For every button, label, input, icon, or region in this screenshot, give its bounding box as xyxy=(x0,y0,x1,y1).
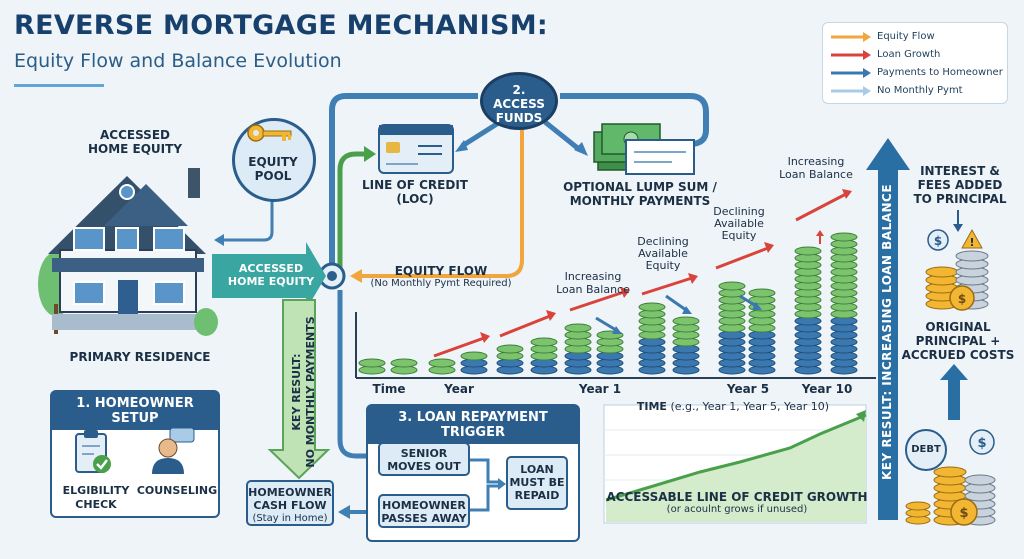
setup-header: 1. HOMEOWNER SETUP xyxy=(52,392,218,430)
coin-stacks xyxy=(358,232,858,375)
trigger-connectors xyxy=(470,458,506,512)
credit-card-icon xyxy=(378,124,454,174)
loc-label: LINE OF CREDIT (LOC) xyxy=(362,178,468,206)
eligibility-label: ELGIBILITY CHECK xyxy=(62,484,130,511)
tick-year: Year xyxy=(444,382,474,396)
annotation-declining-1: Declining Available Equity xyxy=(637,235,689,272)
title-underline xyxy=(14,84,104,87)
green-arrow-loc xyxy=(337,151,366,268)
equity-flow-label: EQUITY FLOW (No Monthly Pymt Required) xyxy=(370,264,512,289)
arrow-to-loc xyxy=(460,119,502,149)
legend-label: Loan Growth xyxy=(877,49,941,60)
legend: Equity Flow Loan Growth Payments to Home… xyxy=(822,22,1008,104)
loc-growth-label: ACCESSABLE LINE OF CREDIT GROWTH (or aco… xyxy=(606,490,868,515)
increasing-balance-arrow xyxy=(866,138,910,520)
house-icon xyxy=(38,168,218,336)
coin xyxy=(830,232,858,242)
coin xyxy=(564,323,592,333)
light-blue-arrow-icon xyxy=(831,85,871,96)
homeowner-cash-flow-box: HOMEOWNER CASH FLOW (Stay in Home) xyxy=(246,480,334,526)
page-title: REVERSE MORTGAGE MECHANISM: xyxy=(14,10,549,41)
key-result-down-arrow xyxy=(267,299,331,480)
tick-year-1: Year 1 xyxy=(578,382,622,396)
equity-pool-label: EQUITY POOL xyxy=(248,155,298,183)
coin xyxy=(428,358,456,368)
accessed-equity-arrow xyxy=(212,242,326,310)
money-icon xyxy=(593,123,695,175)
coin xyxy=(718,281,746,291)
svg-text:$: $ xyxy=(977,436,986,451)
coin xyxy=(496,344,524,354)
lump-sum-label: OPTIONAL LUMP SUM / MONTHLY PAYMENTS xyxy=(563,180,717,208)
access-funds-circle: 2. ACCESS FUNDS xyxy=(480,72,558,130)
key-icon xyxy=(247,124,292,142)
counseling-label: COUNSELING xyxy=(136,484,218,497)
clipboard-check-icon xyxy=(75,430,111,473)
legend-item-loan-growth: Loan Growth xyxy=(831,49,940,60)
svg-text:$: $ xyxy=(934,234,942,248)
debt-coins-icon: $ $ xyxy=(905,429,996,526)
counseling-icon xyxy=(152,427,195,474)
red-arrow-icon xyxy=(831,49,871,60)
svg-text:$: $ xyxy=(958,292,966,306)
arrow-to-cash-flow xyxy=(338,505,350,519)
legend-label: No Monthly Pymt xyxy=(877,85,963,96)
original-principal-label: ORIGINAL PRINCIPAL + ACCRUED COSTS xyxy=(901,320,1015,362)
equity-decline-arrows xyxy=(595,294,757,332)
coin xyxy=(358,358,386,368)
loan-must-be-repaid-box: LOAN MUST BE REPAID xyxy=(506,456,568,510)
svg-text:$: $ xyxy=(959,506,968,521)
primary-residence-label: PRIMARY RESIDENCE xyxy=(69,350,211,364)
coin xyxy=(794,246,822,256)
legend-item-no-monthly: No Monthly Pymt xyxy=(831,85,963,96)
coin xyxy=(530,337,558,347)
debt-label: DEBT xyxy=(911,444,941,455)
legend-label: Equity Flow xyxy=(877,31,935,42)
svg-text:!: ! xyxy=(969,236,974,249)
legend-item-equity-flow: Equity Flow xyxy=(831,31,935,42)
homeowner-setup-panel: 1. HOMEOWNER SETUP ELGIBILITY CHECK COUN… xyxy=(50,390,220,518)
equity-flow-arrow xyxy=(360,126,524,278)
timeline-axis-label: TIME (e.g., Year 1, Year 5, Year 10) xyxy=(636,400,830,413)
key-result-no-payments: KEY RESULT: NO MONTHLY PAYMENTS xyxy=(290,316,317,468)
accessed-equity-label: ACCESSED HOME EQUITY xyxy=(87,128,183,156)
connector-to-lump xyxy=(560,93,709,147)
tick-year-10: Year 10 xyxy=(801,382,853,396)
connector-loop xyxy=(329,93,478,272)
trigger-header: 3. LOAN REPAYMENT TRIGGER xyxy=(368,406,578,444)
loc-growth-area xyxy=(606,415,866,522)
blue-arrow-icon xyxy=(831,67,871,78)
loan-growth-arrows xyxy=(433,192,847,358)
coin xyxy=(460,351,488,361)
equity-pool-circle xyxy=(232,118,316,202)
coins-warning-icon: $ ! $ xyxy=(925,228,989,311)
loc-growth-line xyxy=(605,413,867,502)
annotation-declining-2: Declining Available Equity xyxy=(713,205,765,242)
tick-time: Time xyxy=(372,382,406,396)
annotation-increasing-2: Increasing Loan Balance xyxy=(779,155,853,181)
legend-item-payments: Payments to Homeowner xyxy=(831,67,1003,78)
annotation-increasing-1: Increasing Loan Balance xyxy=(556,270,630,296)
page-subtitle: Equity Flow and Balance Evolution xyxy=(14,50,342,72)
accessed-equity-arrow-label: ACCESSED HOME EQUITY xyxy=(227,262,315,288)
tick-year-5: Year 5 xyxy=(726,382,770,396)
arrow-to-lump xyxy=(543,120,582,152)
senior-moves-out-box: SENIOR MOVES OUT xyxy=(378,442,470,476)
coin xyxy=(748,288,776,298)
coin xyxy=(672,316,700,326)
interest-fees-label: INTEREST & FEES ADDED TO PRINCIPAL xyxy=(913,164,1007,206)
homeowner-passes-box: HOMEOWNER PASSES AWAY xyxy=(378,494,470,528)
orange-arrow-icon xyxy=(831,31,871,42)
pool-to-house-arrow xyxy=(214,234,224,246)
legend-label: Payments to Homeowner xyxy=(877,67,1003,78)
key-result-increasing-balance: KEY RESULT: INCREASING LOAN BALANCE xyxy=(880,183,894,481)
hub-to-trigger xyxy=(337,290,366,459)
coin xyxy=(390,358,418,368)
repayment-trigger-panel: 3. LOAN REPAYMENT TRIGGER SENIOR MOVES O… xyxy=(366,404,580,542)
coin xyxy=(638,302,666,312)
